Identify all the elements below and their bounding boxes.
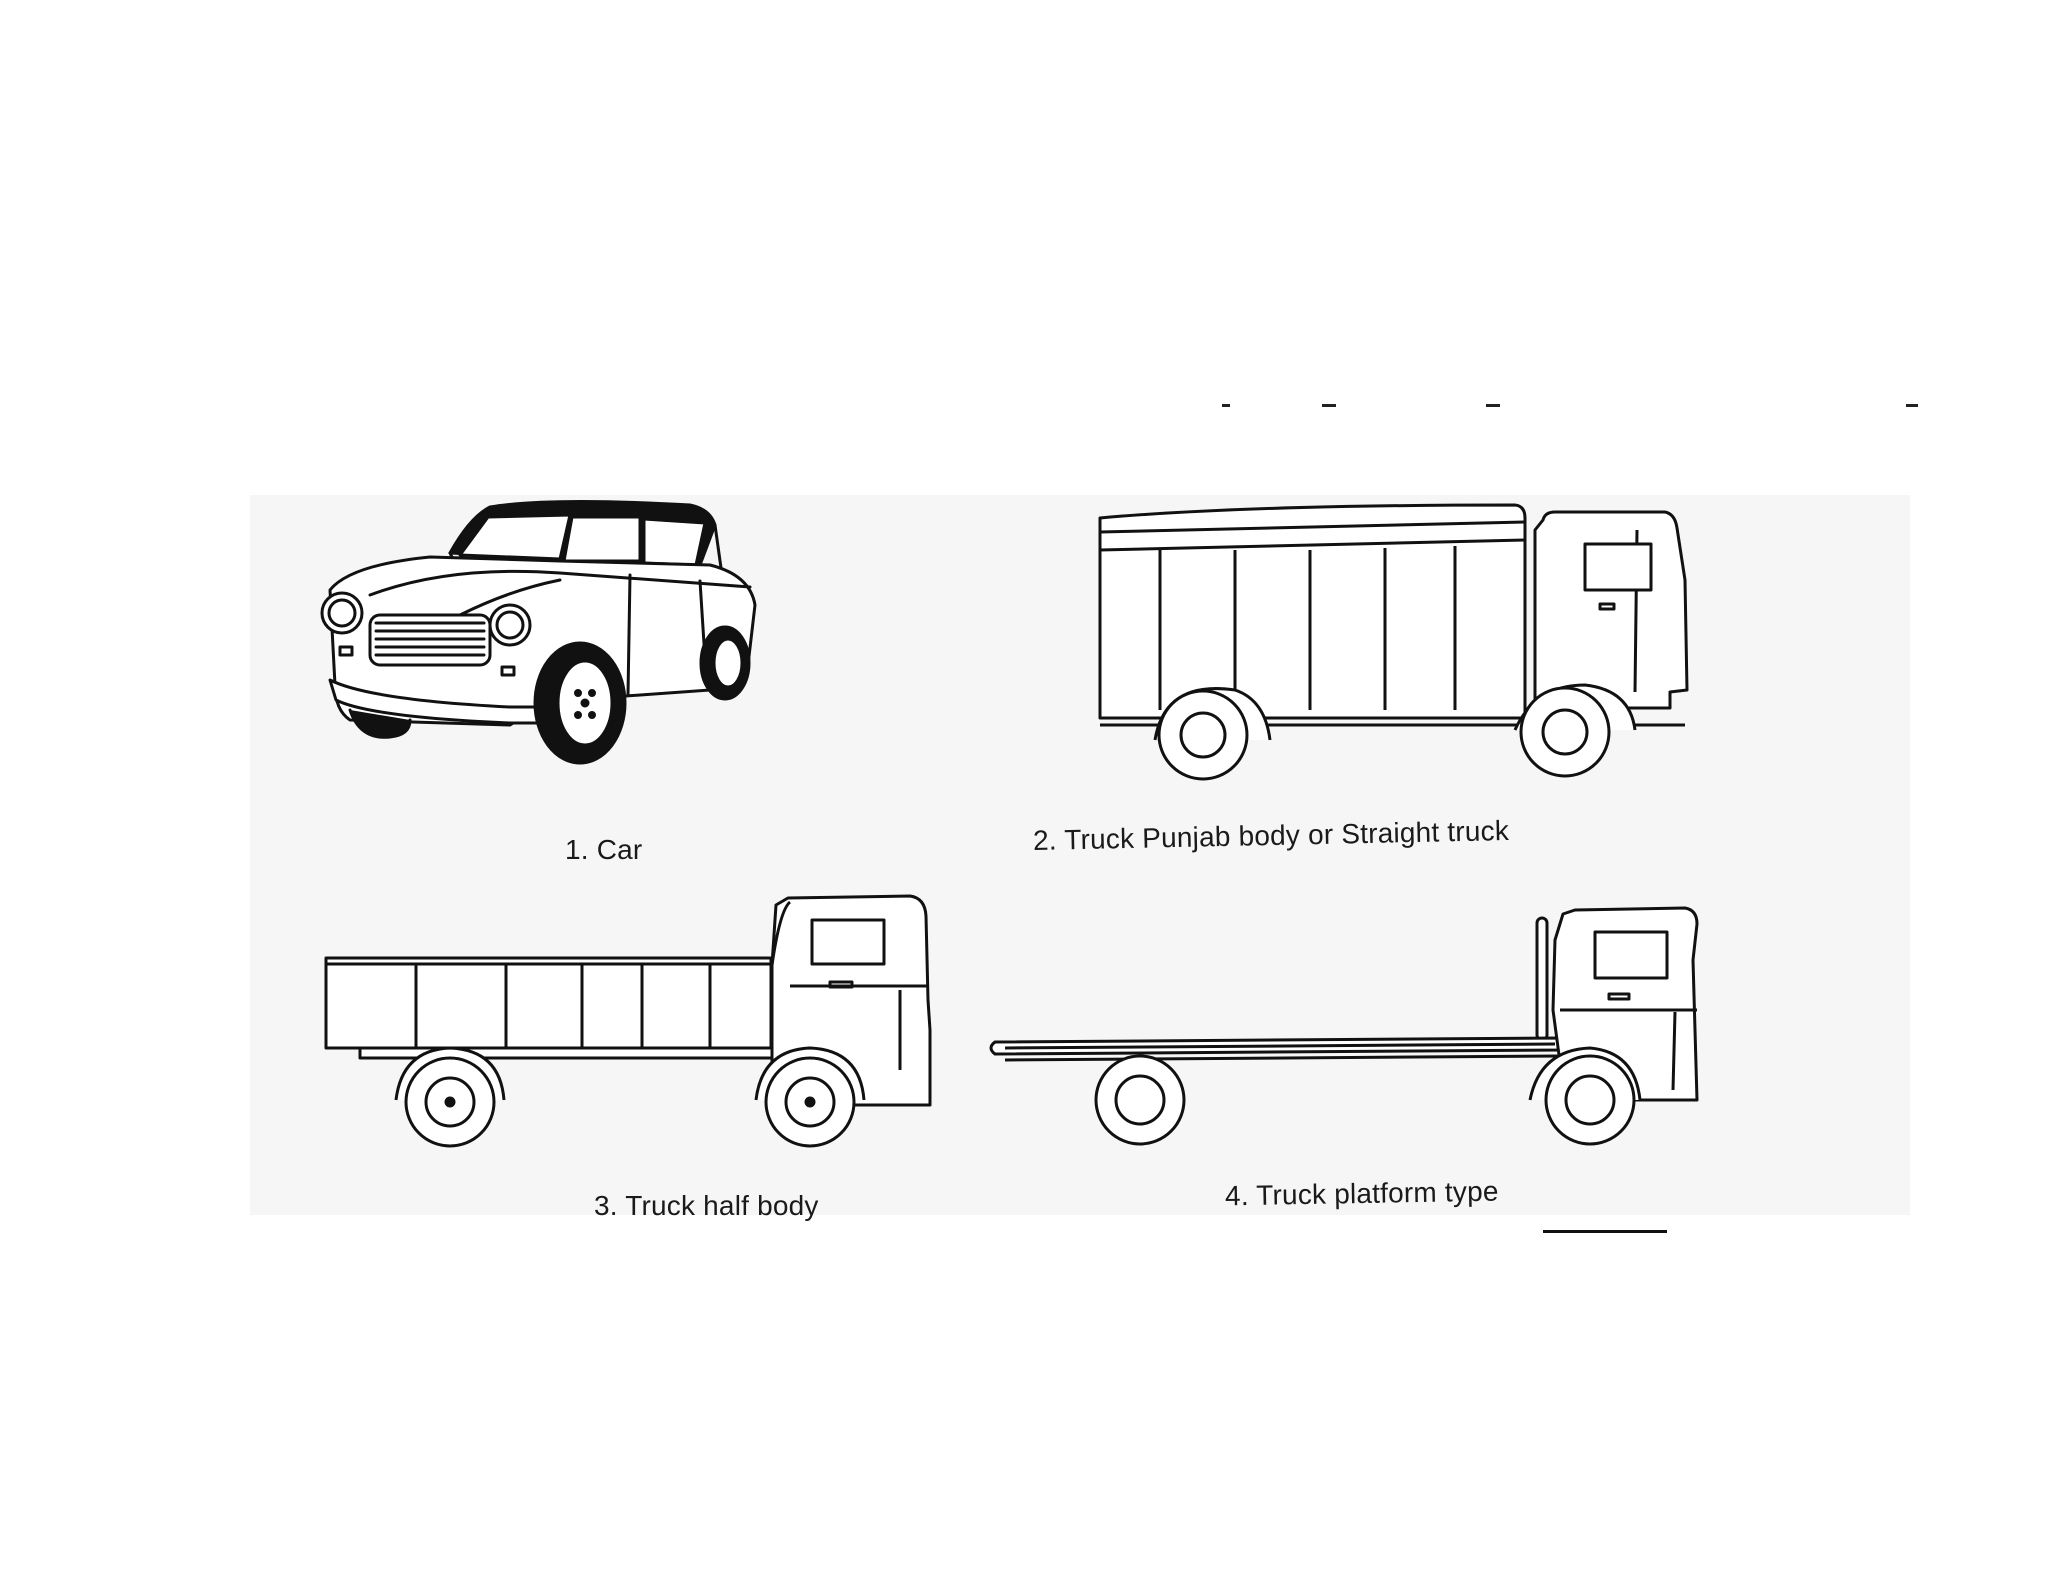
scan-mark bbox=[1906, 404, 1918, 407]
box-truck-icon bbox=[1095, 500, 1695, 785]
underline-mark bbox=[1543, 1230, 1667, 1233]
caption-half-body-truck: 3. Truck half body bbox=[594, 1190, 819, 1221]
scan-mark bbox=[1322, 404, 1336, 407]
scan-mark bbox=[1486, 404, 1500, 407]
caption-platform-truck: 4. Truck platform type bbox=[1224, 1175, 1499, 1212]
platform-truck-icon bbox=[985, 900, 1735, 1150]
caption-car: 1. Car bbox=[565, 834, 643, 865]
half-body-truck-icon bbox=[320, 890, 940, 1148]
car-icon bbox=[310, 495, 770, 785]
scan-mark bbox=[1222, 404, 1230, 407]
